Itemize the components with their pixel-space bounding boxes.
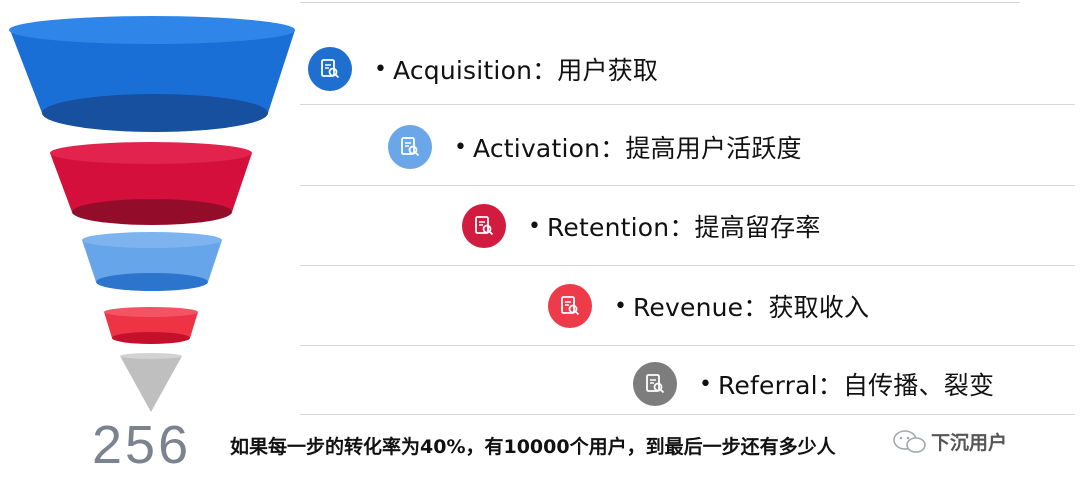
checklist-search-icon: [633, 362, 677, 406]
stage-label-activation: Activation：提高用户活跃度: [472, 134, 802, 163]
stage-row-referral: • Referral：自传播、裂变: [633, 362, 994, 406]
funnel-segment-activation: [50, 142, 252, 225]
funnel-segment-acquisition: [9, 16, 295, 132]
funnel-segment-revenue: [104, 307, 198, 344]
funnel-segment-retention: [82, 232, 222, 291]
wechat-icon: [893, 429, 926, 453]
divider-line: [300, 345, 1075, 346]
divider-line: [300, 104, 1075, 105]
divider-line: [300, 414, 1075, 415]
divider-line: [300, 185, 1075, 186]
stage-row-revenue: • Revenue：获取收入: [548, 284, 869, 328]
stage-row-activation: • Activation：提高用户活跃度: [388, 125, 802, 169]
wechat-watermark: 下沉用户: [893, 428, 1007, 455]
funnel-segment-referral: [120, 353, 182, 412]
conversion-question: 如果每一步的转化率为40%，有10000个用户，到最后一步还有多少人: [230, 436, 836, 458]
bullet: •: [454, 134, 467, 160]
checklist-search-icon: [462, 204, 506, 248]
bullet: •: [614, 293, 627, 319]
bullet: •: [699, 371, 712, 397]
divider-line: [300, 2, 1020, 3]
stage-row-retention: • Retention：提高留存率: [462, 204, 821, 248]
checklist-search-icon: [548, 284, 592, 328]
divider-line: [300, 265, 1075, 266]
bullet: •: [528, 213, 541, 239]
watermark-text: 下沉用户: [931, 432, 1008, 454]
stage-label-acquisition: Acquisition：用户获取: [392, 56, 659, 85]
checklist-search-icon: [388, 125, 432, 169]
stage-row-acquisition: • Acquisition：用户获取: [308, 47, 658, 91]
funnel-graphic: [9, 16, 295, 412]
checklist-search-icon: [308, 47, 352, 91]
big-number: 256: [92, 415, 192, 475]
stage-label-referral: Referral：自传播、裂变: [717, 371, 995, 400]
stage-label-retention: Retention：提高留存率: [546, 213, 821, 242]
bullet: •: [374, 56, 387, 82]
stage-label-revenue: Revenue：获取收入: [632, 293, 870, 322]
